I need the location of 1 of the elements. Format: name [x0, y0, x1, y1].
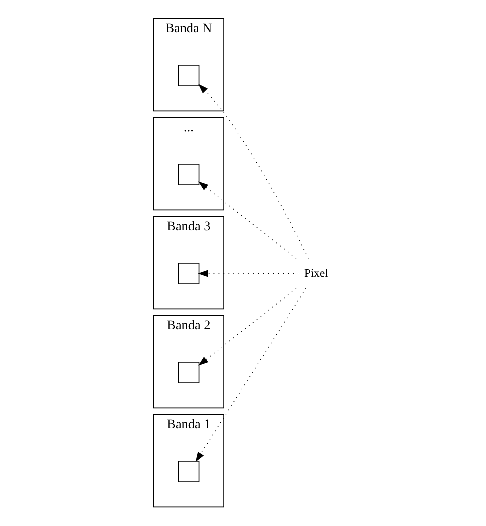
node-text: Pixel — [304, 268, 328, 280]
